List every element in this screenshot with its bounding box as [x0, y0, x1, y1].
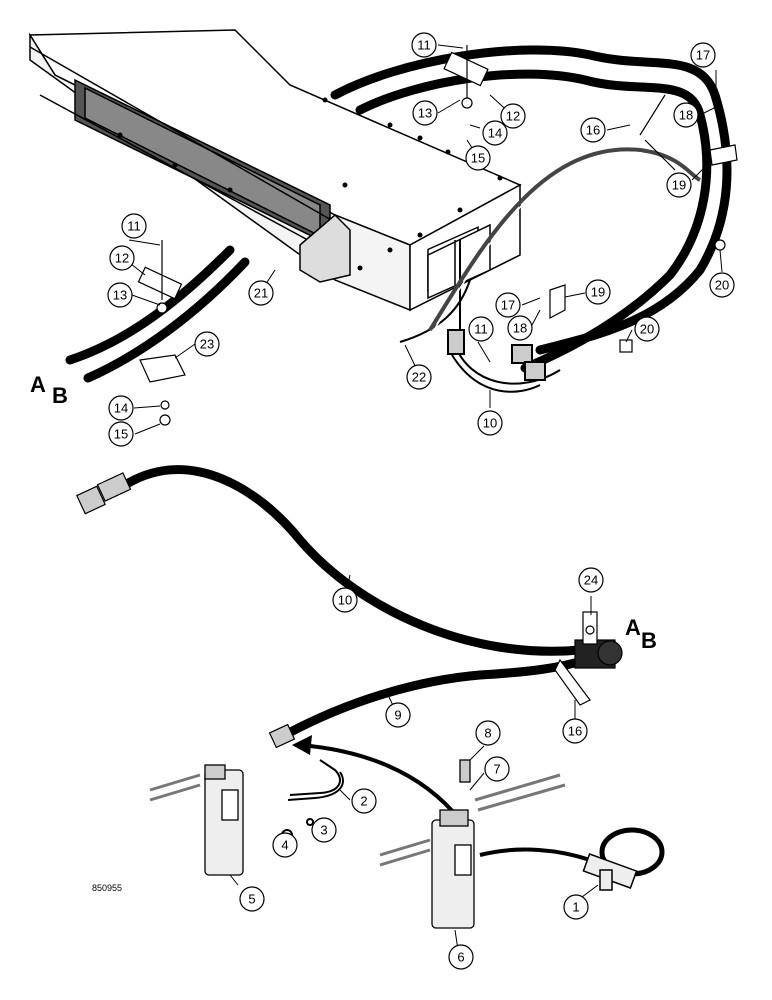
- svg-text:23: 23: [200, 337, 214, 352]
- svg-text:14: 14: [488, 126, 502, 141]
- tube-assembly: [399, 147, 702, 393]
- callout-12: 12: [500, 103, 526, 129]
- hose-label-b-right: B: [641, 628, 657, 653]
- callout-21: 21: [248, 280, 274, 306]
- lower-hoses: [120, 465, 590, 740]
- callout-8: 8: [475, 720, 501, 746]
- callout-2: 2: [351, 788, 377, 814]
- callout-5: 5: [239, 886, 265, 912]
- svg-text:11: 11: [127, 219, 141, 234]
- callout-12: 12: [109, 245, 135, 271]
- callout-14: 14: [482, 120, 508, 146]
- svg-text:11: 11: [417, 38, 431, 53]
- callout-16: 16: [562, 718, 588, 744]
- svg-text:16: 16: [586, 123, 600, 138]
- svg-text:7: 7: [493, 762, 500, 777]
- svg-text:19: 19: [672, 178, 686, 193]
- svg-text:20: 20: [715, 278, 729, 293]
- svg-text:17: 17: [501, 298, 515, 313]
- mounting-clamp: [582, 827, 665, 891]
- svg-text:13: 13: [418, 106, 432, 121]
- svg-text:19: 19: [591, 285, 605, 300]
- hardware: [137, 45, 738, 426]
- svg-text:3: 3: [320, 823, 327, 838]
- callout-6: 6: [448, 944, 474, 970]
- callout-9: 9: [385, 702, 411, 728]
- callout-3: 3: [311, 817, 337, 843]
- svg-text:15: 15: [114, 427, 128, 442]
- bracket-arrow: [479, 847, 591, 862]
- svg-text:16: 16: [568, 724, 582, 739]
- callout-14: 14: [108, 395, 134, 421]
- svg-text:11: 11: [474, 322, 488, 337]
- callout-4: 4: [272, 832, 298, 858]
- callout-19: 19: [666, 172, 692, 198]
- svg-text:18: 18: [679, 108, 693, 123]
- callout-15: 15: [108, 421, 134, 447]
- svg-text:15: 15: [471, 151, 485, 166]
- receiver-drier-right: [379, 759, 566, 929]
- svg-text:22: 22: [412, 370, 426, 385]
- figure-id: 850955: [92, 883, 122, 893]
- svg-text:8: 8: [484, 726, 491, 741]
- callout-10: 10: [477, 410, 503, 436]
- svg-text:20: 20: [640, 322, 654, 337]
- svg-text:10: 10: [338, 593, 352, 608]
- svg-text:10: 10: [483, 416, 497, 431]
- hose-label-a-right: A: [625, 615, 641, 640]
- callout-16: 16: [580, 117, 606, 143]
- callout-13: 13: [412, 100, 438, 126]
- callout-11: 11: [121, 213, 147, 239]
- callout-10: 10: [332, 587, 358, 613]
- hose-fittings: [76, 472, 623, 749]
- callout-17: 17: [690, 42, 716, 68]
- callout-23: 23: [194, 331, 220, 357]
- svg-text:14: 14: [114, 401, 128, 416]
- callout-15: 15: [465, 145, 491, 171]
- svg-text:4: 4: [281, 838, 288, 853]
- assembly-arrow: [299, 743, 462, 822]
- callout-11: 11: [411, 32, 437, 58]
- svg-text:13: 13: [113, 288, 127, 303]
- assembly-arrowhead: [292, 735, 312, 755]
- callout-1: 1: [563, 894, 589, 920]
- leader-lines: [125, 44, 723, 951]
- callout-11: 11: [468, 316, 494, 342]
- heater-housing: [28, 29, 522, 312]
- callout-20: 20: [709, 272, 735, 298]
- callout-17: 17: [495, 292, 521, 318]
- svg-text:12: 12: [506, 109, 520, 124]
- callout-19: 19: [585, 279, 611, 305]
- callout-20: 20: [634, 316, 660, 342]
- svg-text:18: 18: [513, 321, 527, 336]
- svg-text:9: 9: [394, 708, 401, 723]
- svg-text:24: 24: [584, 573, 598, 588]
- callout-24: 24: [578, 567, 604, 593]
- svg-text:5: 5: [248, 892, 255, 907]
- receiver-drier-left: [149, 764, 244, 876]
- svg-text:2: 2: [360, 794, 367, 809]
- callout-13: 13: [107, 282, 133, 308]
- svg-text:21: 21: [254, 286, 268, 301]
- callouts: 11 12 13 14 15 16 17 18 19 20 11 12 13 2…: [107, 32, 735, 970]
- svg-text:12: 12: [115, 251, 129, 266]
- callout-18: 18: [673, 102, 699, 128]
- hose-label-b-left: B: [52, 383, 68, 408]
- svg-text:1: 1: [572, 900, 579, 915]
- callout-22: 22: [406, 364, 432, 390]
- svg-text:6: 6: [457, 950, 464, 965]
- callout-18: 18: [507, 315, 533, 341]
- callout-7: 7: [484, 756, 510, 782]
- hose-label-a-left: A: [30, 372, 46, 397]
- svg-text:17: 17: [696, 48, 710, 63]
